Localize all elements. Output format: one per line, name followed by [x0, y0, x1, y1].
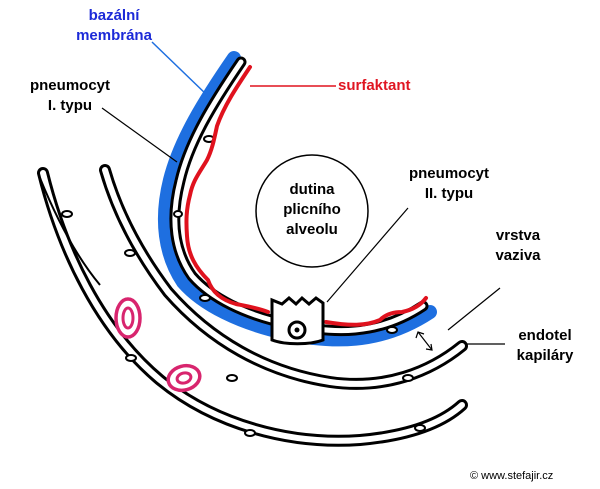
pneumocyte-1-label: pneumocyt I. typu: [20, 76, 120, 116]
connective-layer-label: vrstva vaziva: [482, 226, 554, 266]
pneumocyte-2-label: pneumocyt II. typu: [394, 164, 504, 204]
basal-membrane-label: bazální membrána: [60, 6, 168, 46]
alveolar-cavity-label-line1: dutina: [289, 181, 335, 198]
surfactant-lining: [184, 65, 428, 327]
endothelial-nucleus: [402, 374, 414, 382]
surfactant-label-text: surfaktant: [338, 77, 411, 94]
surfactant-label: surfaktant: [338, 76, 438, 96]
pneumocyte-2-cell: [270, 295, 325, 346]
alveolar-cavity-label-line2: plicního: [283, 201, 341, 218]
basal-membrane-label-line1: bazální: [88, 7, 140, 24]
endothelial-nucleus: [125, 354, 137, 362]
alveolar-cavity-label: dutina plicního alveolu: [266, 180, 358, 240]
endothelium-label-line1: endotel: [518, 327, 572, 344]
endothelium-label: endotel kapiláry: [504, 326, 586, 366]
copyright-credit: © www.stefajir.cz: [470, 470, 553, 482]
erythrocytes: [114, 297, 202, 393]
nucleus-mark: [173, 210, 183, 218]
nucleus-mark: [199, 294, 211, 302]
alveolar-cavity-circle: [255, 154, 369, 268]
basal-membrane-leader: [151, 41, 209, 97]
endothelium-label-line2: kapiláry: [516, 347, 574, 364]
pneumocyte-1-layer-fill: [172, 59, 426, 334]
capillary-walls: [37, 164, 468, 447]
connective-layer-leader: [447, 287, 501, 331]
nucleus-mark: [386, 326, 398, 334]
pneumocyte-2-leader: [326, 207, 409, 303]
pneumocyte-1-label-line1: pneumocyt: [29, 77, 110, 94]
basal-membrane-band: [157, 51, 437, 347]
connective-layer-label-line1: vrstva: [495, 227, 541, 244]
endothelial-nucleus: [226, 374, 238, 382]
endothelial-nucleus: [124, 249, 136, 257]
basal-membrane-label-line2: membrána: [76, 27, 152, 44]
pneumocyte-1-label-line2: I. typu: [47, 97, 93, 114]
endothelial-nucleus: [244, 429, 256, 437]
connective-layer-label-line2: vaziva: [495, 247, 541, 264]
endothelial-nucleus: [61, 210, 73, 218]
endothelial-nucleus: [414, 424, 426, 432]
pneumocyte-1-leader: [101, 107, 178, 163]
alveolar-cavity-label-line3: alveolu: [286, 221, 338, 238]
layer-thickness-arrow: [417, 331, 433, 351]
pneumocyte-2-label-line1: pneumocyt: [408, 165, 489, 182]
copyright-credit-text: © www.stefajir.cz: [470, 470, 554, 482]
pneumocyte-2-label-line2: II. typu: [424, 185, 474, 202]
